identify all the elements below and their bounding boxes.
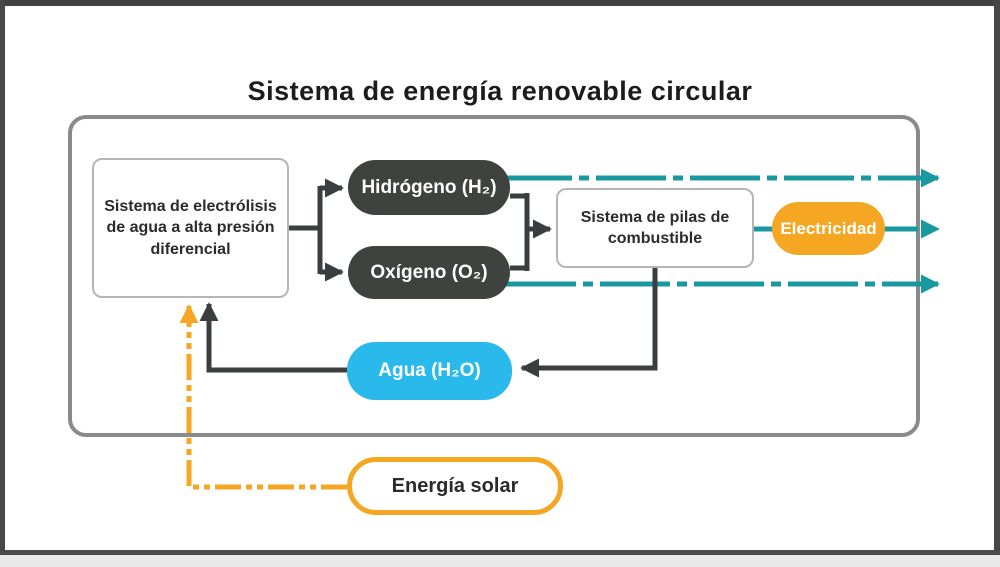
hydrogen-label: Hidrógeno (H₂) — [361, 176, 497, 198]
water-label: Agua (H₂O) — [378, 360, 481, 381]
solar-to-electrolysis-arrow — [179, 304, 347, 490]
page-title: Sistema de energía renovable circular — [247, 76, 753, 106]
frame-right-edge — [994, 0, 1000, 556]
electricity-label: Electricidad — [780, 218, 877, 238]
frame-top-edge — [0, 0, 1000, 6]
fuel-cell-system-node: Sistema de pilas de combustible — [556, 188, 754, 268]
oxygen-node: Oxígeno (O₂) — [348, 246, 510, 299]
frame-left-edge — [0, 0, 5, 556]
solar-energy-label: Energía solar — [391, 474, 519, 497]
fuel-cell-system-label: Sistema de pilas de combustible — [580, 208, 730, 247]
electrolysis-system-node: Sistema de electrólisis de agua a alta p… — [92, 158, 289, 298]
frame-bottom-strip — [0, 555, 1000, 567]
system-boundary-box — [68, 115, 920, 437]
hydrogen-node: Hidrógeno (H₂) — [348, 160, 510, 215]
oxygen-label: Oxígeno (O₂) — [370, 261, 488, 283]
water-to-electrolysis-arrow — [199, 302, 347, 373]
solar-energy-node: Energía solar — [347, 457, 563, 515]
electrolysis-system-label: Sistema de electrólisis de agua a alta p… — [104, 198, 277, 258]
electricity-node: Electricidad — [772, 202, 885, 255]
frame-bottom-edge — [0, 550, 1000, 555]
water-node: Agua (H₂O) — [347, 342, 512, 400]
fuel-cell-to-water-arrow — [520, 268, 658, 378]
